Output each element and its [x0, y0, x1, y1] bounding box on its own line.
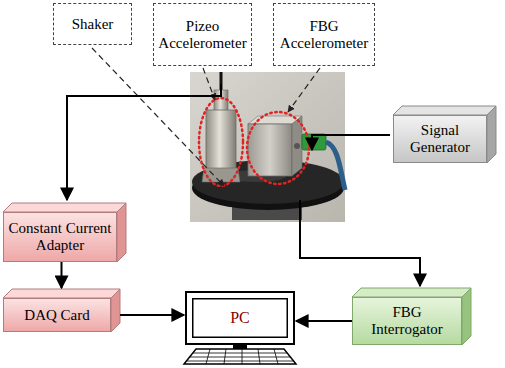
highlight-circle [247, 112, 309, 184]
box-side-face [487, 106, 496, 163]
leader-line [92, 48, 224, 186]
device-box: DAQ Card [3, 298, 111, 332]
pc-monitor: PC [185, 291, 295, 345]
box-label: Constant Current Adapter [8, 220, 112, 254]
box-label: Signal Generator [398, 122, 482, 156]
box-label: Pizeo Accelerometer [158, 18, 247, 52]
keyboard [184, 349, 296, 364]
callout-box: FBG Accelerometer [273, 3, 375, 66]
signal-arrow [61, 262, 63, 288]
device-box: FBG Interrogator [352, 297, 462, 345]
leader-line [288, 68, 320, 112]
signal-arrow [120, 314, 184, 316]
box-side-face [462, 288, 471, 345]
signal-wire [312, 135, 390, 150]
signal-arrow [296, 320, 352, 322]
fiber-cable [326, 142, 345, 190]
signal-wire [300, 200, 420, 286]
box-label: PC [191, 309, 289, 327]
box-label: DAQ Card [8, 307, 106, 324]
screw [294, 143, 300, 149]
box-side-face [111, 289, 120, 332]
callout-box: Pizeo Accelerometer [153, 3, 252, 66]
box-label: FBG Accelerometer [278, 18, 370, 52]
keyboard-keys [187, 349, 293, 364]
box-side-face [117, 203, 126, 262]
photo-background [190, 72, 345, 222]
piezo-accelerometer-body [206, 110, 236, 176]
fbg-cube-front [248, 124, 292, 176]
signal-wire [67, 84, 221, 200]
box-top-face [393, 106, 496, 115]
box-top-face [3, 289, 120, 298]
device-box: Constant Current Adapter [3, 212, 117, 262]
monitor-stand [233, 345, 247, 349]
fiber-connector [302, 134, 326, 150]
box-label: Shaker [58, 16, 127, 33]
box-label: FBG Interrogator [357, 304, 457, 338]
box-top-face [352, 288, 471, 297]
highlight-circle [199, 98, 243, 186]
device-box: Signal Generator [393, 115, 487, 163]
box-top-face [3, 203, 126, 212]
callout-box: Shaker [53, 3, 132, 45]
